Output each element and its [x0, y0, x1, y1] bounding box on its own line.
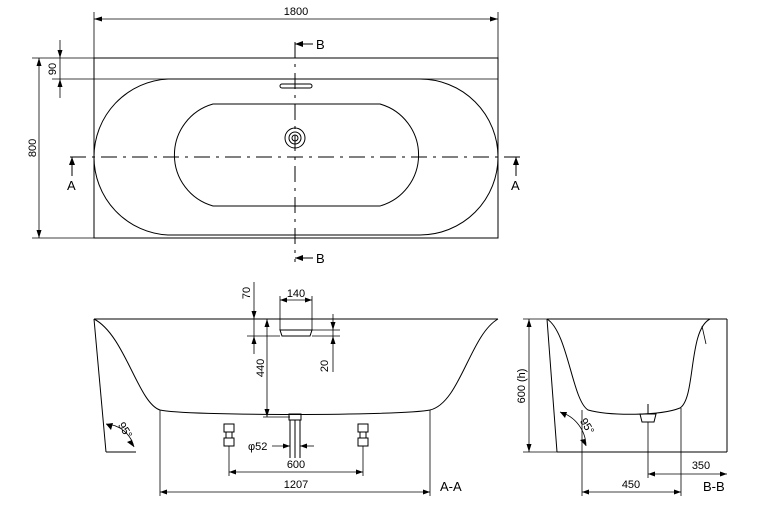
dim-overflow-width: 140 — [287, 288, 305, 300]
section-aa-inner-profile — [93, 318, 499, 415]
section-a-marker-left: A — [67, 178, 76, 193]
dim-length: 1800 — [284, 6, 308, 18]
section-bb-label: B-B — [703, 479, 725, 494]
plan-view: 1800 800 90 B B A A — [27, 6, 520, 266]
section-b-marker-bottom: B — [316, 251, 325, 266]
overflow-slot — [279, 83, 313, 89]
section-aa-view: 95° 140 70 — [93, 282, 499, 496]
dim-feet-spacing: 600 — [287, 459, 305, 471]
section-aa-label: A-A — [440, 479, 462, 494]
section-a-marker-right: A — [511, 178, 520, 193]
waste-outlet-bb — [639, 413, 657, 423]
overflow-fitting — [279, 329, 313, 337]
dim-overflow-height: 20 — [319, 360, 331, 372]
plan-basin-floor — [174, 103, 419, 207]
dim-waste-offset: 350 — [692, 460, 710, 472]
dim-base-width: 450 — [622, 479, 640, 491]
section-bb-inner-profile — [546, 318, 711, 415]
dim-angle-aa: 95° — [115, 420, 134, 440]
plan-basin-outline — [93, 78, 499, 236]
dim-waste-diameter: φ52 — [248, 441, 267, 453]
section-bb-view: 600 (h) 95° 350 450 B-B — [516, 318, 728, 496]
dim-rim: 90 — [47, 63, 59, 75]
section-b-marker-top: B — [316, 37, 325, 52]
dim-width: 800 — [27, 139, 39, 157]
foot-right — [357, 423, 369, 447]
dim-height: 600 (h) — [516, 369, 528, 404]
dim-angle-bb: 95° — [577, 416, 596, 436]
foot-left — [223, 423, 235, 447]
dim-overflow-offset: 70 — [241, 287, 253, 299]
dim-base-length: 1207 — [284, 479, 308, 491]
dim-depth: 440 — [255, 359, 267, 377]
